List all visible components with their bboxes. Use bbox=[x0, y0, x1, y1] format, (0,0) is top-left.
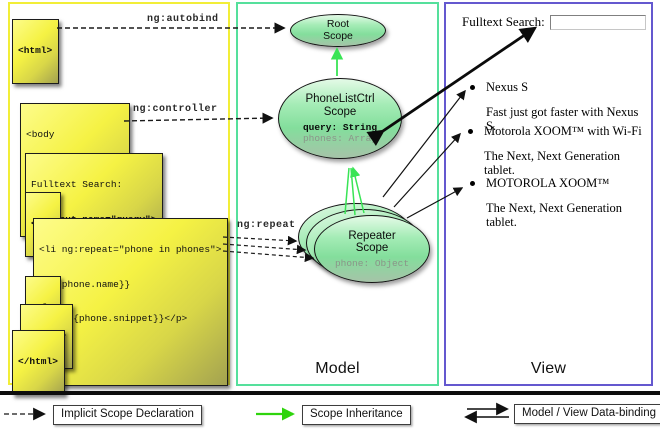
fulltext-search-label: Fulltext Search: bbox=[462, 14, 545, 29]
code-line: </html> bbox=[18, 356, 58, 367]
scope-title: Repeater bbox=[348, 229, 396, 242]
code-line: <p>{{phone.snippet}}</p> bbox=[39, 313, 188, 324]
legend-scope-inheritance: Scope Inheritance bbox=[302, 405, 411, 425]
scope-property-phones: phones: Array bbox=[302, 133, 378, 144]
fulltext-search-row: Fulltext Search: bbox=[462, 14, 646, 30]
html-open-tag-box: <html> bbox=[12, 19, 60, 84]
bullet-icon bbox=[470, 85, 475, 90]
view-column-label: View bbox=[530, 360, 567, 377]
legend-implicit-scope-declaration: Implicit Scope Declaration bbox=[53, 405, 202, 425]
ng-autobind-label: ng:autobind bbox=[147, 14, 219, 25]
code-line: <li ng:repeat="phone in phones"> bbox=[39, 244, 222, 255]
html-close-tag-box: </html> bbox=[12, 330, 65, 395]
model-column-label: Model bbox=[315, 360, 360, 377]
code-line: Fulltext Search: bbox=[31, 179, 123, 190]
phone-description: The Next, Next Generation tablet. bbox=[484, 149, 621, 177]
legend-model-view-data-binding: Model / View Data-binding bbox=[514, 404, 660, 424]
root-scope-ellipse: Root Scope bbox=[290, 14, 386, 47]
phone-list-item: MOTOROLA XOOM™ The Next, Next Generation… bbox=[466, 176, 646, 229]
bullet-icon bbox=[470, 181, 475, 186]
legend-separator-line bbox=[0, 391, 660, 395]
bullet-icon bbox=[468, 129, 473, 134]
code-line: <html> bbox=[18, 45, 53, 56]
scope-title: PhoneListCtrl bbox=[305, 93, 375, 105]
scope-subtitle: Scope bbox=[323, 105, 357, 118]
phone-title: Motorola XOOM™ with Wi-Fi bbox=[484, 124, 642, 138]
phonelistctrl-scope-ellipse: PhoneListCtrl Scope query: String phones… bbox=[278, 78, 402, 159]
model-column: Model bbox=[236, 2, 439, 386]
ng-repeat-label: ng:repeat bbox=[237, 220, 296, 231]
repeater-scope-ellipse: Repeater Scope phone: Object bbox=[314, 215, 430, 283]
scope-title: Root bbox=[326, 18, 350, 30]
ng-controller-label: ng:controller bbox=[133, 104, 218, 115]
scope-property-phone: phone: Object bbox=[334, 257, 410, 269]
scope-property-query: query: String bbox=[302, 122, 378, 133]
scope-subtitle: Scope bbox=[323, 29, 353, 42]
phone-list-item: Motorola XOOM™ with Wi-Fi The Next, Next… bbox=[464, 124, 644, 177]
code-line: <body bbox=[26, 129, 55, 140]
phone-title: MOTOROLA XOOM™ bbox=[486, 176, 610, 190]
scope-subtitle: Scope bbox=[355, 242, 389, 254]
code-line: {{phone.name}} bbox=[39, 278, 131, 290]
phone-description: The Next, Next Generation tablet. bbox=[486, 201, 623, 229]
phone-title: Nexus S bbox=[486, 80, 529, 94]
fulltext-search-input[interactable] bbox=[549, 14, 646, 30]
